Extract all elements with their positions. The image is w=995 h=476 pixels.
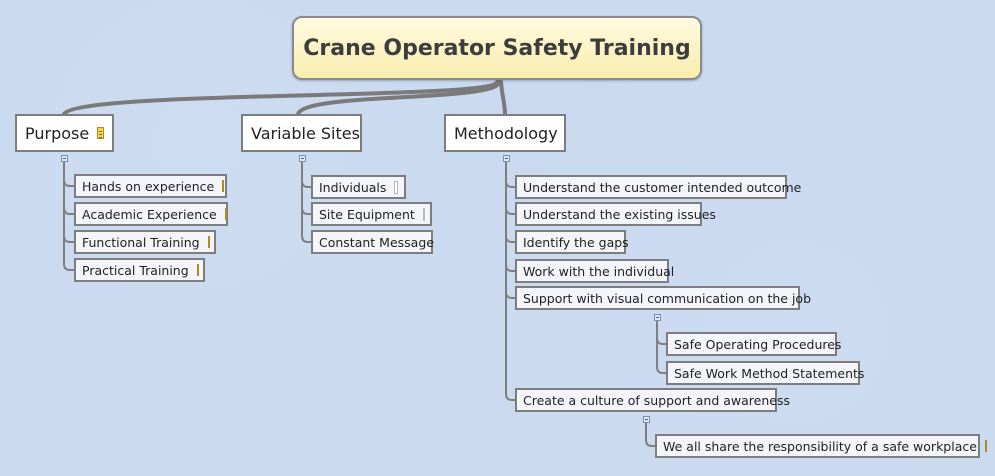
document-icon[interactable] <box>422 207 425 221</box>
visual-sub-item-sop[interactable]: Safe Operating Procedures <box>666 332 841 356</box>
purpose-item-label: Practical Training <box>82 262 189 278</box>
methodology-branch-1 <box>505 160 515 188</box>
methodology-item-label: Understand the existing issues <box>523 206 716 222</box>
note-icon[interactable] <box>207 236 210 248</box>
collapse-culture-toggle[interactable] <box>643 416 650 423</box>
purpose-branch-3 <box>63 160 74 243</box>
methodology-item-existing-issues[interactable]: Understand the existing issues <box>515 202 716 226</box>
root-connector-purpose <box>62 80 499 116</box>
methodology-item-label: Identify the gaps <box>523 234 629 250</box>
methodology-branch-6 <box>505 160 515 401</box>
topic-methodology-label: Methodology <box>454 123 558 143</box>
document-icon[interactable] <box>394 180 398 194</box>
variable-sites-item-site-equipment[interactable]: Site Equipment <box>311 202 432 226</box>
culture-sub-item-shared-responsibility[interactable]: We all share the responsibility of a saf… <box>655 434 987 458</box>
methodology-branch-5 <box>505 160 515 299</box>
purpose-item-academic[interactable]: Academic Experience <box>74 202 228 226</box>
purpose-item-hands-on[interactable]: Hands on experience <box>74 174 227 198</box>
collapse-methodology-toggle[interactable] <box>503 155 510 162</box>
visual-sub-branch-2 <box>656 320 666 374</box>
root-topic[interactable]: Crane Operator Safety Training <box>292 16 702 80</box>
visual-sub-item-label: Safe Operating Procedures <box>674 336 842 352</box>
methodology-item-culture[interactable]: Create a culture of support and awarenes… <box>515 388 790 412</box>
culture-sub-item-label: We all share the responsibility of a saf… <box>663 438 977 454</box>
methodology-item-visual-communication[interactable]: Support with visual communication on the… <box>515 286 811 310</box>
note-icon[interactable] <box>984 440 987 452</box>
note-icon[interactable] <box>224 208 227 220</box>
visual-sub-item-swms[interactable]: Safe Work Method Statements <box>666 361 864 385</box>
variable-sites-item-label: Individuals <box>319 179 387 195</box>
collapse-purpose-toggle[interactable] <box>61 155 68 162</box>
variable-sites-item-label: Constant Message <box>319 234 434 250</box>
root-connector-variable-sites <box>296 80 501 116</box>
purpose-item-label: Academic Experience <box>82 206 217 222</box>
variable-sites-branch-1 <box>301 160 311 188</box>
methodology-item-label: Support with visual communication on the… <box>523 290 812 306</box>
variable-sites-item-label: Site Equipment <box>319 206 415 222</box>
visual-sub-item-label: Safe Work Method Statements <box>674 365 865 381</box>
methodology-item-label: Create a culture of support and awarenes… <box>523 392 790 408</box>
methodology-item-work-with-individual[interactable]: Work with the individual <box>515 259 674 283</box>
topic-variable-sites[interactable]: Variable Sites <box>241 114 362 152</box>
note-icon[interactable] <box>97 127 104 139</box>
topic-purpose-label: Purpose <box>25 123 90 143</box>
purpose-item-label: Hands on experience <box>82 178 215 194</box>
methodology-item-label: Work with the individual <box>523 263 675 279</box>
purpose-item-functional[interactable]: Functional Training <box>74 230 216 254</box>
collapse-variable-sites-toggle[interactable] <box>299 155 306 162</box>
methodology-item-identify-gaps[interactable]: Identify the gaps <box>515 230 629 254</box>
variable-sites-branch-3 <box>301 160 311 243</box>
collapse-visual-communication-toggle[interactable] <box>654 314 661 321</box>
variable-sites-item-individuals[interactable]: Individuals <box>311 175 406 199</box>
note-icon[interactable] <box>196 264 199 276</box>
visual-sub-branch-1 <box>656 320 666 345</box>
root-connector-methodology <box>499 80 507 116</box>
methodology-item-customer-outcome[interactable]: Understand the customer intended outcome <box>515 175 801 199</box>
topic-methodology[interactable]: Methodology <box>444 114 566 152</box>
methodology-branch-4 <box>505 160 515 272</box>
purpose-item-label: Functional Training <box>82 234 200 250</box>
methodology-branch-3 <box>505 160 515 243</box>
culture-sub-branch-1 <box>645 422 655 447</box>
purpose-branch-1 <box>63 160 74 187</box>
purpose-item-practical[interactable]: Practical Training <box>74 258 205 282</box>
topic-variable-sites-label: Variable Sites <box>251 123 360 143</box>
purpose-branch-4 <box>63 160 74 271</box>
topic-purpose[interactable]: Purpose <box>15 114 114 152</box>
methodology-item-label: Understand the customer intended outcome <box>523 179 802 195</box>
root-topic-label: Crane Operator Safety Training <box>303 35 691 61</box>
note-icon[interactable] <box>222 180 225 192</box>
variable-sites-item-constant-message[interactable]: Constant Message <box>311 230 434 254</box>
